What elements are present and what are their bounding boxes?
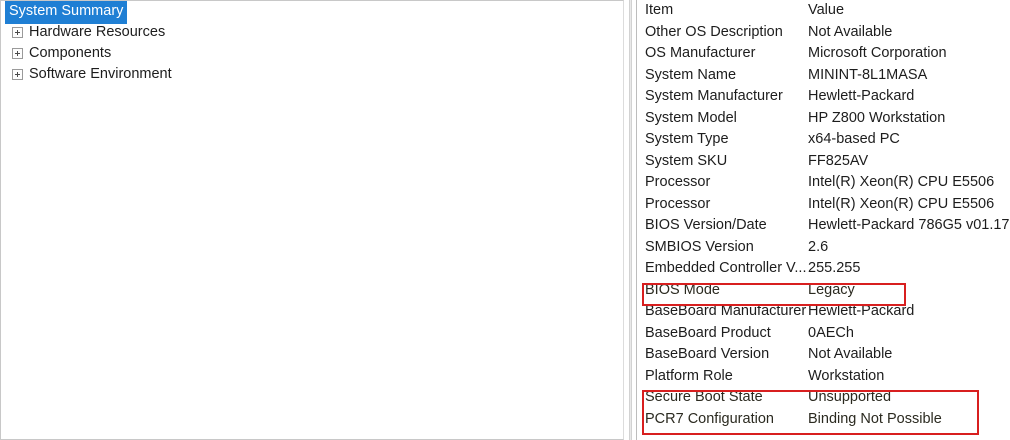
detail-item-cell: BIOS Mode	[645, 281, 720, 298]
splitter-bar[interactable]	[629, 0, 632, 440]
detail-header-row[interactable]: Item Value	[637, 0, 1010, 22]
detail-row[interactable]: BIOS Version/Date Hewlett-Packard 786G5 v…	[637, 215, 1010, 237]
expand-plus-icon[interactable]	[12, 27, 23, 38]
detail-row[interactable]: BaseBoard Product 0AECh	[637, 323, 1010, 345]
detail-value-cell: Hewlett-Packard 786G5 v01.17, 8/	[808, 217, 1010, 233]
detail-item-cell: System Manufacturer	[645, 88, 783, 104]
tree-item-label: Components	[29, 45, 112, 61]
expand-plus-icon[interactable]	[12, 48, 23, 59]
detail-value-cell: 255.255	[808, 260, 861, 276]
detail-value-cell: Not Available	[808, 23, 893, 40]
detail-row[interactable]: BIOS Mode Legacy	[637, 280, 1010, 302]
detail-value-cell: Binding Not Possible	[808, 410, 942, 427]
detail-row[interactable]: System Model HP Z800 Workstation	[637, 108, 1010, 130]
detail-row[interactable]: System SKU FF825AV	[637, 151, 1010, 173]
detail-value-cell: Microsoft Corporation	[808, 45, 947, 61]
detail-item-cell: BaseBoard Product	[645, 324, 771, 341]
detail-value-cell: x64-based PC	[808, 131, 900, 147]
detail-item-cell: BaseBoard Version	[645, 346, 770, 362]
detail-item-cell: Processor	[645, 174, 711, 190]
tree-item-label: Hardware Resources	[29, 24, 166, 40]
detail-item-cell: SMBIOS Version	[645, 238, 754, 255]
detail-item-cell: BIOS Version/Date	[645, 217, 767, 233]
detail-row[interactable]: PCR7 Configuration Binding Not Possible	[637, 409, 1010, 431]
detail-value-cell: Intel(R) Xeon(R) CPU E5506	[808, 195, 995, 212]
tree-item-label: System Summary	[6, 1, 127, 23]
detail-item-cell: System Type	[645, 131, 729, 147]
detail-item-cell: Platform Role	[645, 367, 733, 384]
detail-value-cell: Hewlett-Packard	[808, 88, 915, 104]
tree-item-components[interactable]: Components	[1, 43, 623, 64]
column-header-value[interactable]: Value	[808, 2, 845, 18]
detail-row[interactable]: Processor Intel(R) Xeon(R) CPU E5506	[637, 194, 1010, 216]
detail-value-cell: FF825AV	[808, 152, 869, 169]
detail-row[interactable]: Other OS Description Not Available	[637, 22, 1010, 44]
column-header-item[interactable]: Item	[645, 2, 674, 18]
detail-row[interactable]: System Manufacturer Hewlett-Packard	[637, 86, 1010, 108]
detail-item-cell: Secure Boot State	[645, 389, 763, 405]
tree-item-system-summary[interactable]: System Summary	[1, 1, 623, 23]
detail-item-cell: OS Manufacturer	[645, 45, 756, 61]
detail-row[interactable]: System Name MININT-8L1MASA	[637, 65, 1010, 87]
detail-row[interactable]: BaseBoard Version Not Available	[637, 344, 1010, 366]
detail-item-cell: System SKU	[645, 152, 728, 169]
detail-value-cell: Hewlett-Packard	[808, 303, 915, 319]
tree-item-label: Software Environment	[29, 66, 172, 82]
detail-value-cell: MININT-8L1MASA	[808, 66, 928, 83]
detail-item-cell: Embedded Controller V...	[645, 260, 807, 276]
detail-value-cell: Unsupported	[808, 389, 892, 405]
detail-row[interactable]: Processor Intel(R) Xeon(R) CPU E5506	[637, 172, 1010, 194]
detail-item-cell: System Name	[645, 66, 737, 83]
detail-value-cell: Legacy	[808, 281, 855, 298]
detail-row[interactable]: Platform Role Workstation	[637, 366, 1010, 388]
detail-row[interactable]: Secure Boot State Unsupported	[637, 387, 1010, 409]
detail-item-cell: PCR7 Configuration	[645, 410, 774, 427]
detail-item-cell: BaseBoard Manufacturer	[645, 303, 807, 319]
detail-value-cell: Not Available	[808, 346, 893, 362]
tree-item-software-environment[interactable]: Software Environment	[1, 64, 623, 85]
detail-row[interactable]: Embedded Controller V...255.255	[637, 258, 1010, 280]
detail-value-cell: Workstation	[808, 367, 885, 384]
expand-plus-icon[interactable]	[12, 69, 23, 80]
detail-item-cell: System Model	[645, 109, 737, 126]
detail-row[interactable]: System Type x64-based PC	[637, 129, 1010, 151]
detail-value-cell: Intel(R) Xeon(R) CPU E5506	[808, 174, 995, 190]
pane-splitter[interactable]	[626, 0, 636, 440]
detail-value-cell: 0AECh	[808, 324, 854, 341]
detail-value-cell: HP Z800 Workstation	[808, 109, 946, 126]
tree-item-hardware-resources[interactable]: Hardware Resources	[1, 22, 623, 43]
detail-item-cell: Processor	[645, 195, 711, 212]
detail-row[interactable]: SMBIOS Version 2.6	[637, 237, 1010, 259]
detail-value-cell: 2.6	[808, 238, 829, 255]
detail-item-cell: Other OS Description	[645, 23, 783, 40]
detail-row[interactable]: OS Manufacturer Microsoft Corporation	[637, 43, 1010, 65]
